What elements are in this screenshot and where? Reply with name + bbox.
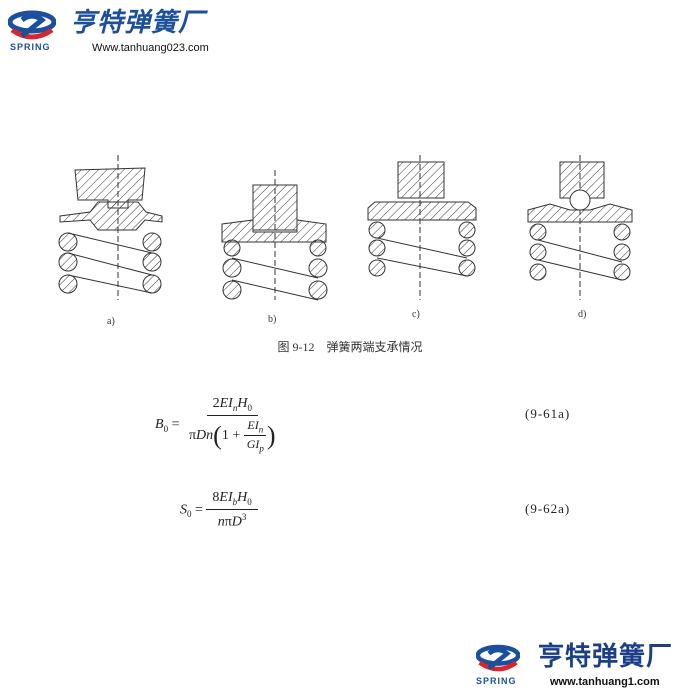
spring-logo-icon (8, 10, 56, 40)
footer-logo: SPRING 亨特弹簧厂 www.tanhuang1.com (470, 640, 695, 695)
equation-9-62a: S0 = 8EIbH0 nπD3 (180, 490, 258, 530)
spring-logo-icon (476, 644, 520, 672)
equation-number-1: (9-61a) (525, 406, 571, 421)
eq2-lhs: S (180, 502, 187, 518)
figure-caption: 图 9-12 弹簧两端支承情况 (277, 340, 423, 354)
eq1-lhs: B (155, 417, 164, 432)
figure-c (367, 155, 477, 300)
header-logo: SPRING 亨特弹簧厂 Www.tanhuang023.com (8, 8, 238, 60)
sublabel-b: b) (268, 314, 277, 325)
sublabel-a: a) (107, 316, 115, 327)
logo-url[interactable]: Www.tanhuang023.com (92, 42, 209, 54)
logo-brand-name: 亨特弹簧厂 (538, 642, 674, 672)
spring-end-support-figure (58, 155, 633, 301)
sublabel-d: d) (578, 309, 587, 320)
figure-d (527, 155, 633, 300)
eq2-lhs-sub: 0 (187, 509, 192, 520)
equation-number-2: (9-62a) (525, 501, 571, 516)
sublabel-c: c) (412, 309, 420, 320)
logo-url[interactable]: www.tanhuang1.com (550, 676, 660, 688)
logo-tag: SPRING (476, 676, 517, 686)
eq1-lhs-sub: 0 (163, 423, 169, 434)
logo-tag: SPRING (10, 42, 51, 52)
logo-brand-name: 亨特弹簧厂 (70, 8, 206, 38)
figure-b (221, 170, 328, 301)
figure-a (58, 155, 163, 300)
